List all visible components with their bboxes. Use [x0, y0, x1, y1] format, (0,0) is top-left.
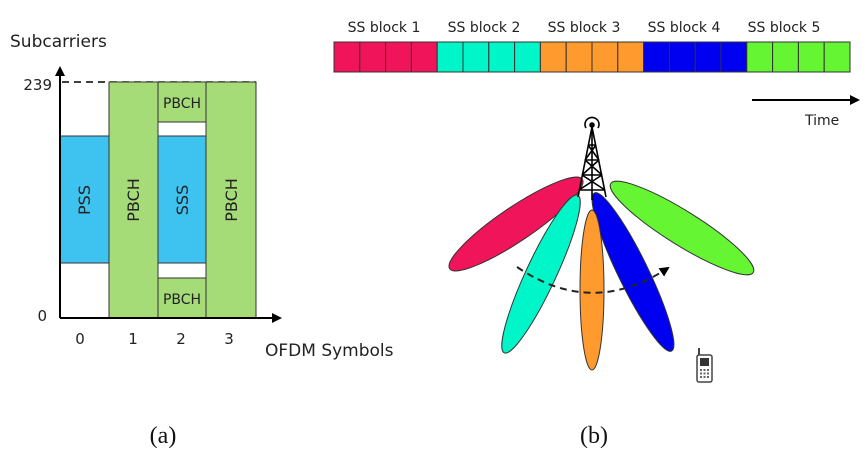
ss-block-5-symbol-0: [746, 41, 774, 73]
pbch-label-symbol-3: PBCH: [222, 178, 241, 222]
ss-block-5-symbol-2: [797, 41, 825, 73]
x-tick-3: 3: [224, 330, 234, 348]
pbch-label-symbol-2-bottom: PBCH: [163, 292, 201, 308]
y-axis-label: Subcarriers: [10, 32, 107, 52]
ss-block-2-label: SS block 2: [448, 20, 521, 36]
pbch-block-symbol-2-top: [157, 81, 207, 123]
x-axis-label: OFDM Symbols: [265, 341, 394, 361]
pbch-label-symbol-2-top: PBCH: [163, 96, 201, 112]
mobile-phone-icon: [696, 348, 713, 383]
time-label: Time: [804, 113, 839, 129]
ss-block-5-label: SS block 5: [748, 20, 821, 36]
x-tick-0: 0: [75, 330, 85, 348]
pss-block: [59, 135, 110, 264]
ss-block-3-label: SS block 3: [548, 20, 621, 36]
panel-b: SS block 1 SS block 2 SS block 3 SS bloc…: [333, 20, 860, 449]
panel-a: Subcarriers PSS PBCH SSS PBCH PBCH PBCH …: [10, 32, 394, 449]
ss-block-1-symbol-3: [410, 41, 438, 73]
ss-block-4-symbol-2: [694, 41, 722, 73]
ss-block-3-symbol-3: [617, 41, 645, 73]
pss-label: PSS: [75, 185, 94, 215]
ss-block-1-symbol-2: [385, 41, 412, 73]
ss-block-2-symbol-3: [514, 41, 541, 73]
y-tick-239: 239: [23, 76, 52, 94]
ss-block-4-symbol-0: [643, 41, 670, 73]
sss-block: [157, 135, 207, 264]
pbch-block-symbol-1: [108, 81, 159, 319]
pbch-label-symbol-1: PBCH: [124, 178, 143, 222]
ss-block-2-symbol-2: [488, 41, 516, 73]
ss-block-1-symbol-1: [359, 41, 387, 73]
ss-block-3-symbol-1: [565, 41, 593, 73]
ss-block-2-symbol-1: [462, 41, 490, 73]
ss-block-4-symbol-1: [668, 41, 696, 73]
caption-b: (b): [580, 423, 608, 449]
base-station-tower-icon: [577, 116, 607, 200]
ss-block-3-symbol-2: [591, 41, 619, 73]
beam-3: [579, 209, 605, 371]
sss-label: SSS: [173, 185, 192, 215]
ss-block-3-symbol-0: [539, 41, 567, 73]
ss-block-5-symbol-1: [772, 41, 799, 73]
x-tick-1: 1: [128, 330, 138, 348]
caption-a: (a): [150, 423, 177, 449]
x-tick-2: 2: [176, 330, 186, 348]
ss-block-strip: [333, 41, 851, 73]
beams: [448, 176, 755, 371]
ss-block-1-label: SS block 1: [348, 20, 421, 36]
beam-5: [609, 180, 755, 276]
ss-block-4-symbol-3: [720, 41, 748, 73]
ss-block-2-symbol-0: [436, 41, 464, 73]
ss-block-4-label: SS block 4: [648, 20, 721, 36]
y-tick-0: 0: [37, 307, 47, 325]
ss-block-1-symbol-0: [333, 41, 361, 73]
ss-block-5-symbol-3: [823, 41, 851, 73]
pbch-block-symbol-3: [205, 81, 257, 319]
beam-4: [591, 192, 675, 352]
